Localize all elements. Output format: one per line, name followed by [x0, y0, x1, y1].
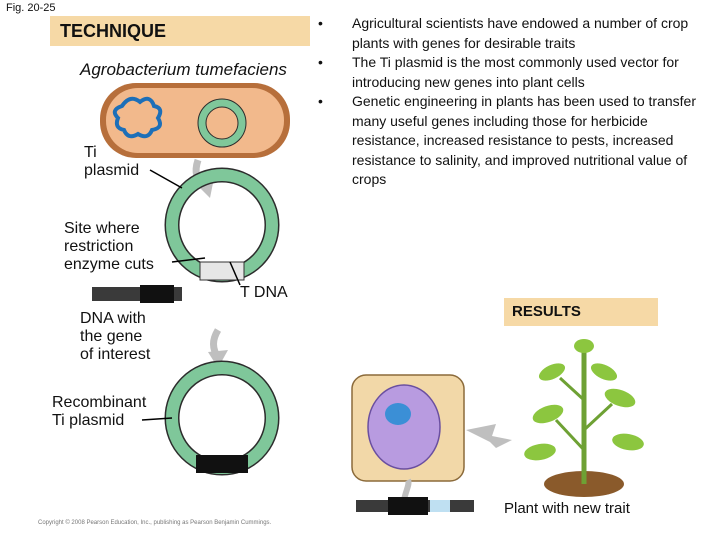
bacterial-chromosome [112, 96, 163, 139]
technique-header: TECHNIQUE [50, 16, 310, 46]
gene-of-interest-label: DNA with the gene of interest [80, 310, 151, 363]
bullet-item: The Ti plasmid is the most commonly used… [318, 53, 718, 92]
copyright: Copyright © 2008 Pearson Education, Inc.… [38, 520, 272, 526]
ti-plasmid [164, 167, 280, 283]
bottom-fragment [356, 497, 474, 515]
plant-label: Plant with new trait [504, 500, 630, 517]
bullet-item: Agricultural scientists have endowed a n… [318, 14, 718, 53]
results-header: RESULTS [504, 298, 658, 326]
bacterium-cell [100, 83, 290, 158]
plant-cell [351, 374, 465, 482]
restriction-site-label: Site where restriction enzyme cuts [64, 220, 154, 273]
arrow-to-plant [466, 424, 512, 448]
transgenic-plant [524, 339, 644, 497]
bullet-list: Agricultural scientists have endowed a n… [318, 14, 718, 190]
inserted-gene [196, 455, 248, 473]
bullet-item: Genetic engineering in plants has been u… [318, 92, 718, 190]
organism-title: Agrobacterium tumefaciens [80, 60, 287, 79]
down-arrow-2 [208, 328, 228, 368]
t-dna-label: T DNA [240, 284, 288, 301]
recombinant-plasmid [164, 360, 280, 476]
t-dna-segment [199, 261, 245, 281]
figure-label: Fig. 20-25 [6, 2, 56, 14]
gene-fragment [92, 285, 182, 303]
